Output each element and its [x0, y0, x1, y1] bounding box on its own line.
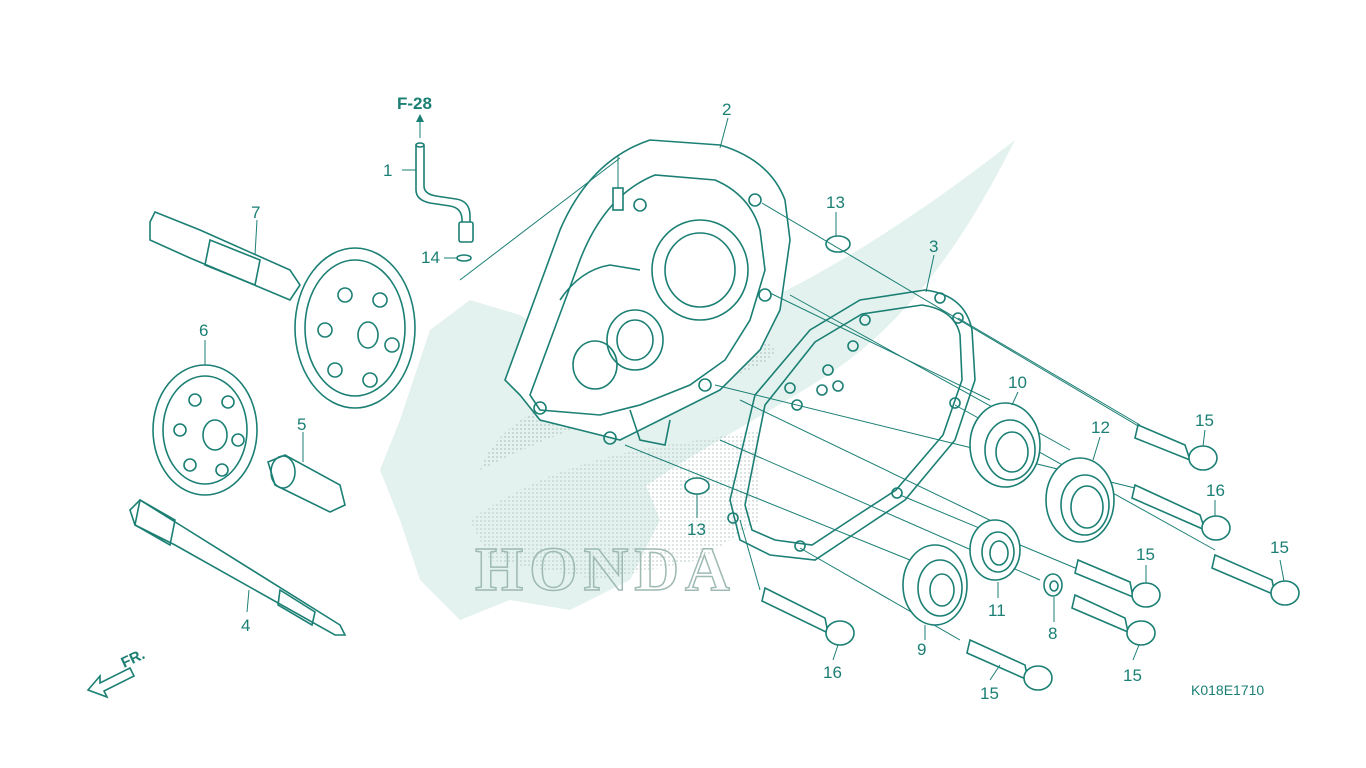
- part-15-bolt-c: [1074, 558, 1161, 608]
- callout-7: 7: [251, 203, 260, 222]
- front-arrow-icon: [86, 666, 136, 699]
- part-7-final-shaft-gear: [149, 210, 416, 409]
- part-13-dowel-upper: [825, 235, 851, 253]
- part-16-bolt-b: [761, 586, 855, 646]
- callout-15-e: 15: [980, 684, 999, 703]
- callout-3: 3: [929, 237, 938, 256]
- part-5-drive-gear: [267, 454, 346, 513]
- part-3-gasket: [727, 289, 976, 561]
- part-15-bolt-e: [966, 638, 1053, 691]
- drawing-code: K018E1710: [1191, 682, 1264, 698]
- callout-labels: 1 2 3 4 5 6 7 8 9 10 11 12 13 13 14 15 1…: [199, 100, 1289, 703]
- callout-13-upper: 13: [826, 193, 845, 212]
- callout-5: 5: [297, 415, 306, 434]
- callout-16-b: 16: [823, 663, 842, 682]
- callout-15-a: 15: [1195, 411, 1214, 430]
- part-4-drive-shaft: [129, 498, 347, 636]
- part-10-bearing: [969, 402, 1041, 488]
- callout-2: 2: [722, 100, 731, 119]
- part-8-washer: [1043, 573, 1063, 597]
- callout-leaders: [204, 117, 1285, 681]
- part-15-bolt-d: [1071, 593, 1156, 646]
- reference-label: F-28: [397, 94, 432, 113]
- callout-16-a: 16: [1206, 481, 1225, 500]
- callout-8: 8: [1048, 624, 1057, 643]
- part-15-bolt-a: [1134, 423, 1218, 471]
- part-9-bearing: [902, 544, 968, 626]
- part-12-oil-seal: [1045, 457, 1115, 543]
- callout-9: 9: [917, 640, 926, 659]
- callout-15-d: 15: [1123, 666, 1142, 685]
- part-6-countershaft-gear: [152, 364, 258, 496]
- front-direction-label: FR.: [119, 646, 148, 672]
- callout-10: 10: [1008, 373, 1027, 392]
- callout-12: 12: [1091, 418, 1110, 437]
- part-1-breather-tube: [415, 114, 474, 243]
- part-14-clip: [444, 254, 472, 262]
- callout-14: 14: [421, 248, 440, 267]
- watermark-honda-text: HONDA: [475, 536, 736, 604]
- callout-15-b: 15: [1270, 538, 1289, 557]
- watermark-dot-field: [470, 430, 760, 580]
- callout-13-lower: 13: [687, 520, 706, 539]
- callout-11: 11: [988, 601, 1006, 620]
- part-2-transmission-case: [504, 139, 791, 446]
- front-direction-indicator: FR.: [86, 646, 148, 699]
- part-13-dowel-lower: [684, 477, 710, 495]
- callout-15-c: 15: [1136, 545, 1155, 564]
- callout-6: 6: [199, 321, 208, 340]
- part-16-bolt-a: [1131, 483, 1231, 541]
- callout-4: 4: [241, 616, 250, 635]
- part-11-bearing: [969, 519, 1021, 581]
- callout-1: 1: [383, 161, 392, 180]
- part-15-bolt-b: [1211, 553, 1300, 606]
